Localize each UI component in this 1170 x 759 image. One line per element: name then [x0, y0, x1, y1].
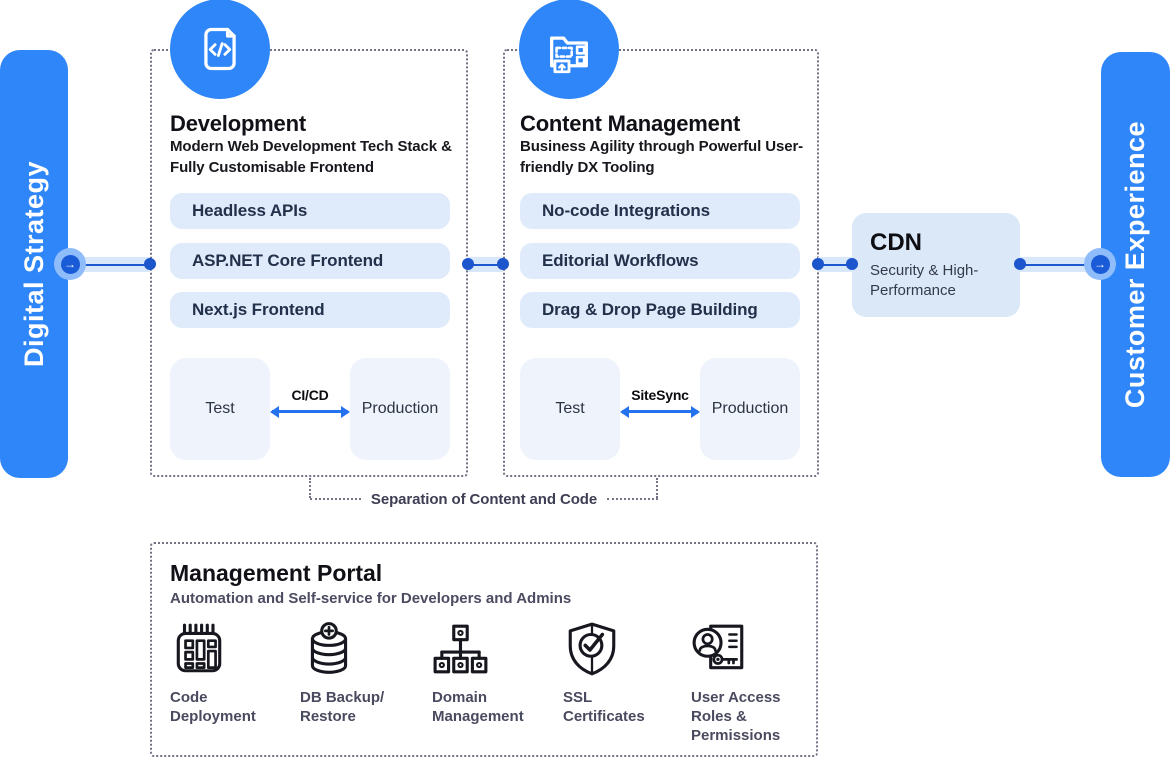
separation-leg-left [309, 478, 311, 498]
separation-dotted-line [310, 498, 361, 500]
dev-test-box: Test [170, 358, 270, 460]
separation-leg-right [656, 478, 658, 498]
customer-experience-label: Customer Experience [1120, 120, 1150, 409]
separation-row: Separation of Content and Code [310, 490, 659, 508]
connector-development-cm [468, 257, 503, 272]
tool-ssl-certificates: SSL Certificates [563, 620, 688, 726]
management-portal-section-box [150, 542, 818, 757]
connector-cm-cdn [818, 257, 852, 272]
connector-dot [1014, 258, 1026, 270]
flow-arrow-end-icon: → [1084, 248, 1116, 280]
feature-pill-headless-apis: Headless APIs [170, 193, 450, 229]
cdn-box: CDN Security & High- Performance [852, 213, 1020, 317]
sitesync-arrow [620, 405, 700, 418]
connector-dot [462, 258, 474, 270]
sitesync-arrow-label: SiteSync [631, 387, 689, 403]
management-portal-title: Management Portal [170, 560, 383, 586]
code-deployment-icon [176, 623, 222, 673]
tool-label-user-access: User Access Roles & Permissions [691, 689, 781, 744]
tool-domain-management: Domain Management [432, 620, 557, 726]
feature-pill-nextjs-frontend: Next.js Frontend [170, 292, 450, 328]
content-management-subtitle: Business Agility through Powerful User- … [520, 138, 804, 176]
code-document-icon [204, 27, 236, 71]
connector-dot [846, 258, 858, 270]
domain-management-icon [433, 624, 488, 674]
development-icon-circle [170, 0, 270, 99]
connector-dot [144, 258, 156, 270]
content-management-title: Content Management [520, 111, 741, 136]
tool-user-access: User Access Roles & Permissions [691, 620, 816, 745]
tool-label-code-deployment: Code Deployment [170, 689, 256, 725]
cicd-arrow-label: CI/CD [291, 387, 329, 403]
arrow-right-icon: → [1090, 254, 1110, 274]
separation-dotted-line [607, 498, 659, 500]
arrow-right-icon: → [60, 254, 80, 274]
connector-strategy-development [70, 257, 150, 272]
feature-pill-no-code: No-code Integrations [520, 193, 800, 229]
separation-label: Separation of Content and Code [370, 490, 598, 508]
connector-cdn-experience [1020, 257, 1100, 272]
tool-code-deployment: Code Deployment [170, 620, 295, 726]
tool-db-backup-restore: DB Backup/ Restore [300, 620, 425, 726]
tool-label-domain-management: Domain Management [432, 689, 524, 725]
cm-production-box: Production [700, 358, 800, 460]
development-title: Development [170, 111, 306, 136]
content-management-icon-circle [519, 0, 619, 99]
cdn-title: CDN [870, 229, 922, 256]
cms-page-builder-icon [550, 36, 588, 74]
db-backup-restore-icon [310, 622, 348, 674]
feature-pill-drag-drop: Drag & Drop Page Building [520, 292, 800, 328]
feature-pill-aspnet-frontend: ASP.NET Core Frontend [170, 243, 450, 279]
connector-dot [497, 258, 509, 270]
connector-dot [812, 258, 824, 270]
development-subtitle: Modern Web Development Tech Stack & Full… [170, 138, 452, 176]
cicd-sync-arrow [270, 405, 350, 418]
management-portal-subtitle: Automation and Self-service for Develope… [170, 590, 572, 607]
digital-strategy-label: Digital Strategy [18, 160, 49, 368]
tool-label-ssl-certificates: SSL Certificates [563, 689, 645, 725]
dev-production-box: Production [350, 358, 450, 460]
tool-label-db-backup: DB Backup/ Restore [300, 689, 385, 725]
cm-test-box: Test [520, 358, 620, 460]
feature-pill-editorial-workflows: Editorial Workflows [520, 243, 800, 279]
cdn-subtitle: Security & High- Performance [870, 262, 979, 299]
flow-arrow-start-icon: → [54, 248, 86, 280]
user-access-icon [692, 624, 744, 670]
ssl-certificates-icon [568, 622, 616, 676]
